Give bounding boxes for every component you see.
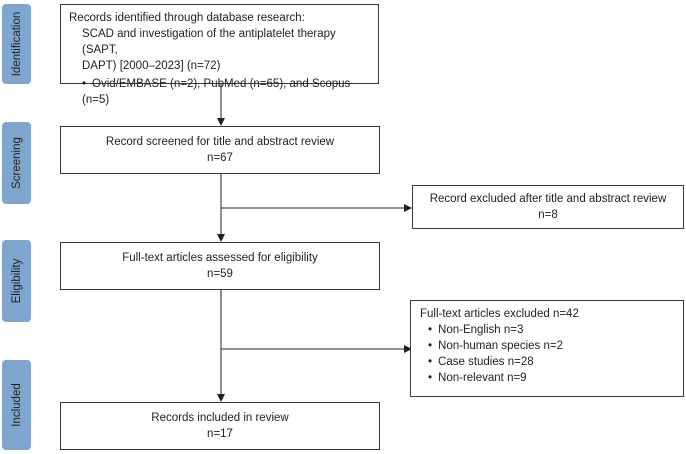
stage-tab-included: Included (2, 360, 31, 450)
identification-bullet: Ovid/EMBASE (n=2), PubMed (n=65), and Sc… (69, 76, 370, 108)
included-title: Records included in review (151, 412, 289, 424)
excluded-screening-box: Record excluded after title and abstract… (412, 185, 684, 229)
stage-tab-screening: Screening (2, 122, 31, 204)
excluded-screening-count: n=8 (538, 209, 558, 221)
included-box: Records included in review n=17 (60, 402, 380, 450)
screening-box: Record screened for title and abstract r… (60, 126, 380, 174)
excluded-item: Non-human species n=2 (420, 338, 674, 354)
identification-line2: SCAD and investigation of the antiplatel… (82, 28, 336, 56)
excluded-screening-title: Record excluded after title and abstract… (429, 193, 667, 205)
eligibility-box: Full-text articles assessed for eligibil… (60, 242, 380, 290)
identification-line3: DAPT) [2000–2023] (n=72) (82, 60, 221, 72)
eligibility-title: Full-text articles assessed for eligibil… (122, 252, 318, 264)
stage-tab-identification: Identification (2, 4, 31, 84)
excluded-item: Non-English n=3 (420, 322, 674, 338)
excluded-fulltext-title: Full-text articles excluded n=42 (420, 308, 579, 320)
excluded-fulltext-box: Full-text articles excluded n=42 Non-Eng… (410, 300, 684, 397)
eligibility-count: n=59 (207, 268, 233, 280)
screening-count: n=67 (207, 152, 233, 164)
excluded-item: Case studies n=28 (420, 354, 674, 370)
identification-box: Records identified through database rese… (60, 4, 379, 106)
screening-title: Record screened for title and abstract r… (105, 136, 335, 148)
excluded-item: Non-relevant n=9 (420, 370, 674, 386)
identification-line1: Records identified through database rese… (69, 12, 305, 24)
included-count: n=17 (207, 428, 233, 440)
stage-tab-eligibility: Eligibility (2, 240, 31, 322)
